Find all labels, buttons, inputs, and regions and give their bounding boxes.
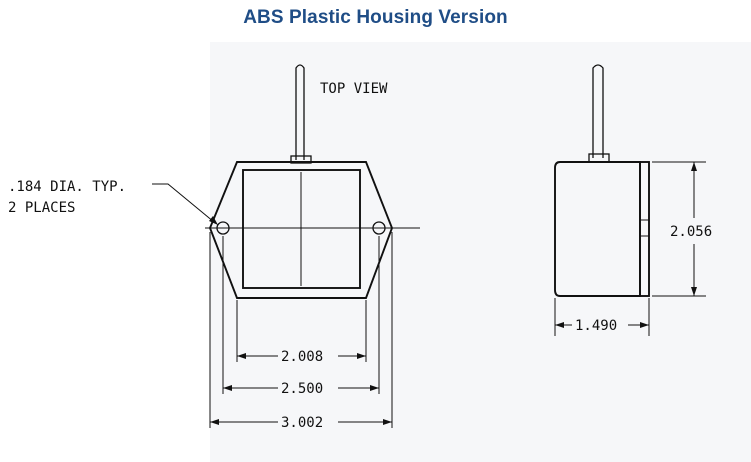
arrow (640, 322, 649, 328)
side-view: 2.056 1.490 (554, 64, 712, 336)
housing-lid (242, 169, 361, 289)
top-view: TOP VIEW .184 DIA. TYP. 2 PLACES 2.008 2… (8, 64, 420, 431)
cable-strain-relief (290, 155, 312, 164)
view-label: TOP VIEW (320, 81, 388, 97)
background-panel (210, 42, 751, 462)
arrow (357, 353, 366, 359)
side-body (554, 161, 641, 297)
dim-label-overall-width: 3.002 (281, 415, 323, 431)
arrow (223, 385, 232, 391)
arrow (383, 419, 392, 425)
arrow (370, 385, 379, 391)
hole-note-leader (152, 183, 215, 223)
side-lid-lip (639, 161, 650, 297)
hole-note-line2: 2 PLACES (8, 200, 75, 216)
hole-note-line1: .184 DIA. TYP. (8, 179, 126, 195)
arrow (691, 287, 697, 296)
dim-label-hole-spacing: 2.500 (281, 381, 323, 397)
page-title: ABS Plastic Housing Version (243, 7, 508, 28)
arrow (691, 162, 697, 171)
dim-label-inner-width: 2.008 (281, 349, 323, 365)
mounting-hole-right (372, 221, 386, 235)
mounting-hole-left (216, 221, 230, 235)
arrow (210, 419, 219, 425)
dim-label-side-height: 2.056 (670, 224, 712, 240)
arrow (555, 322, 564, 328)
leader-arrowhead (209, 216, 218, 225)
side-cable (592, 64, 604, 158)
dim-label-side-depth: 1.490 (575, 318, 617, 334)
arrow (237, 353, 246, 359)
cable (295, 64, 305, 160)
